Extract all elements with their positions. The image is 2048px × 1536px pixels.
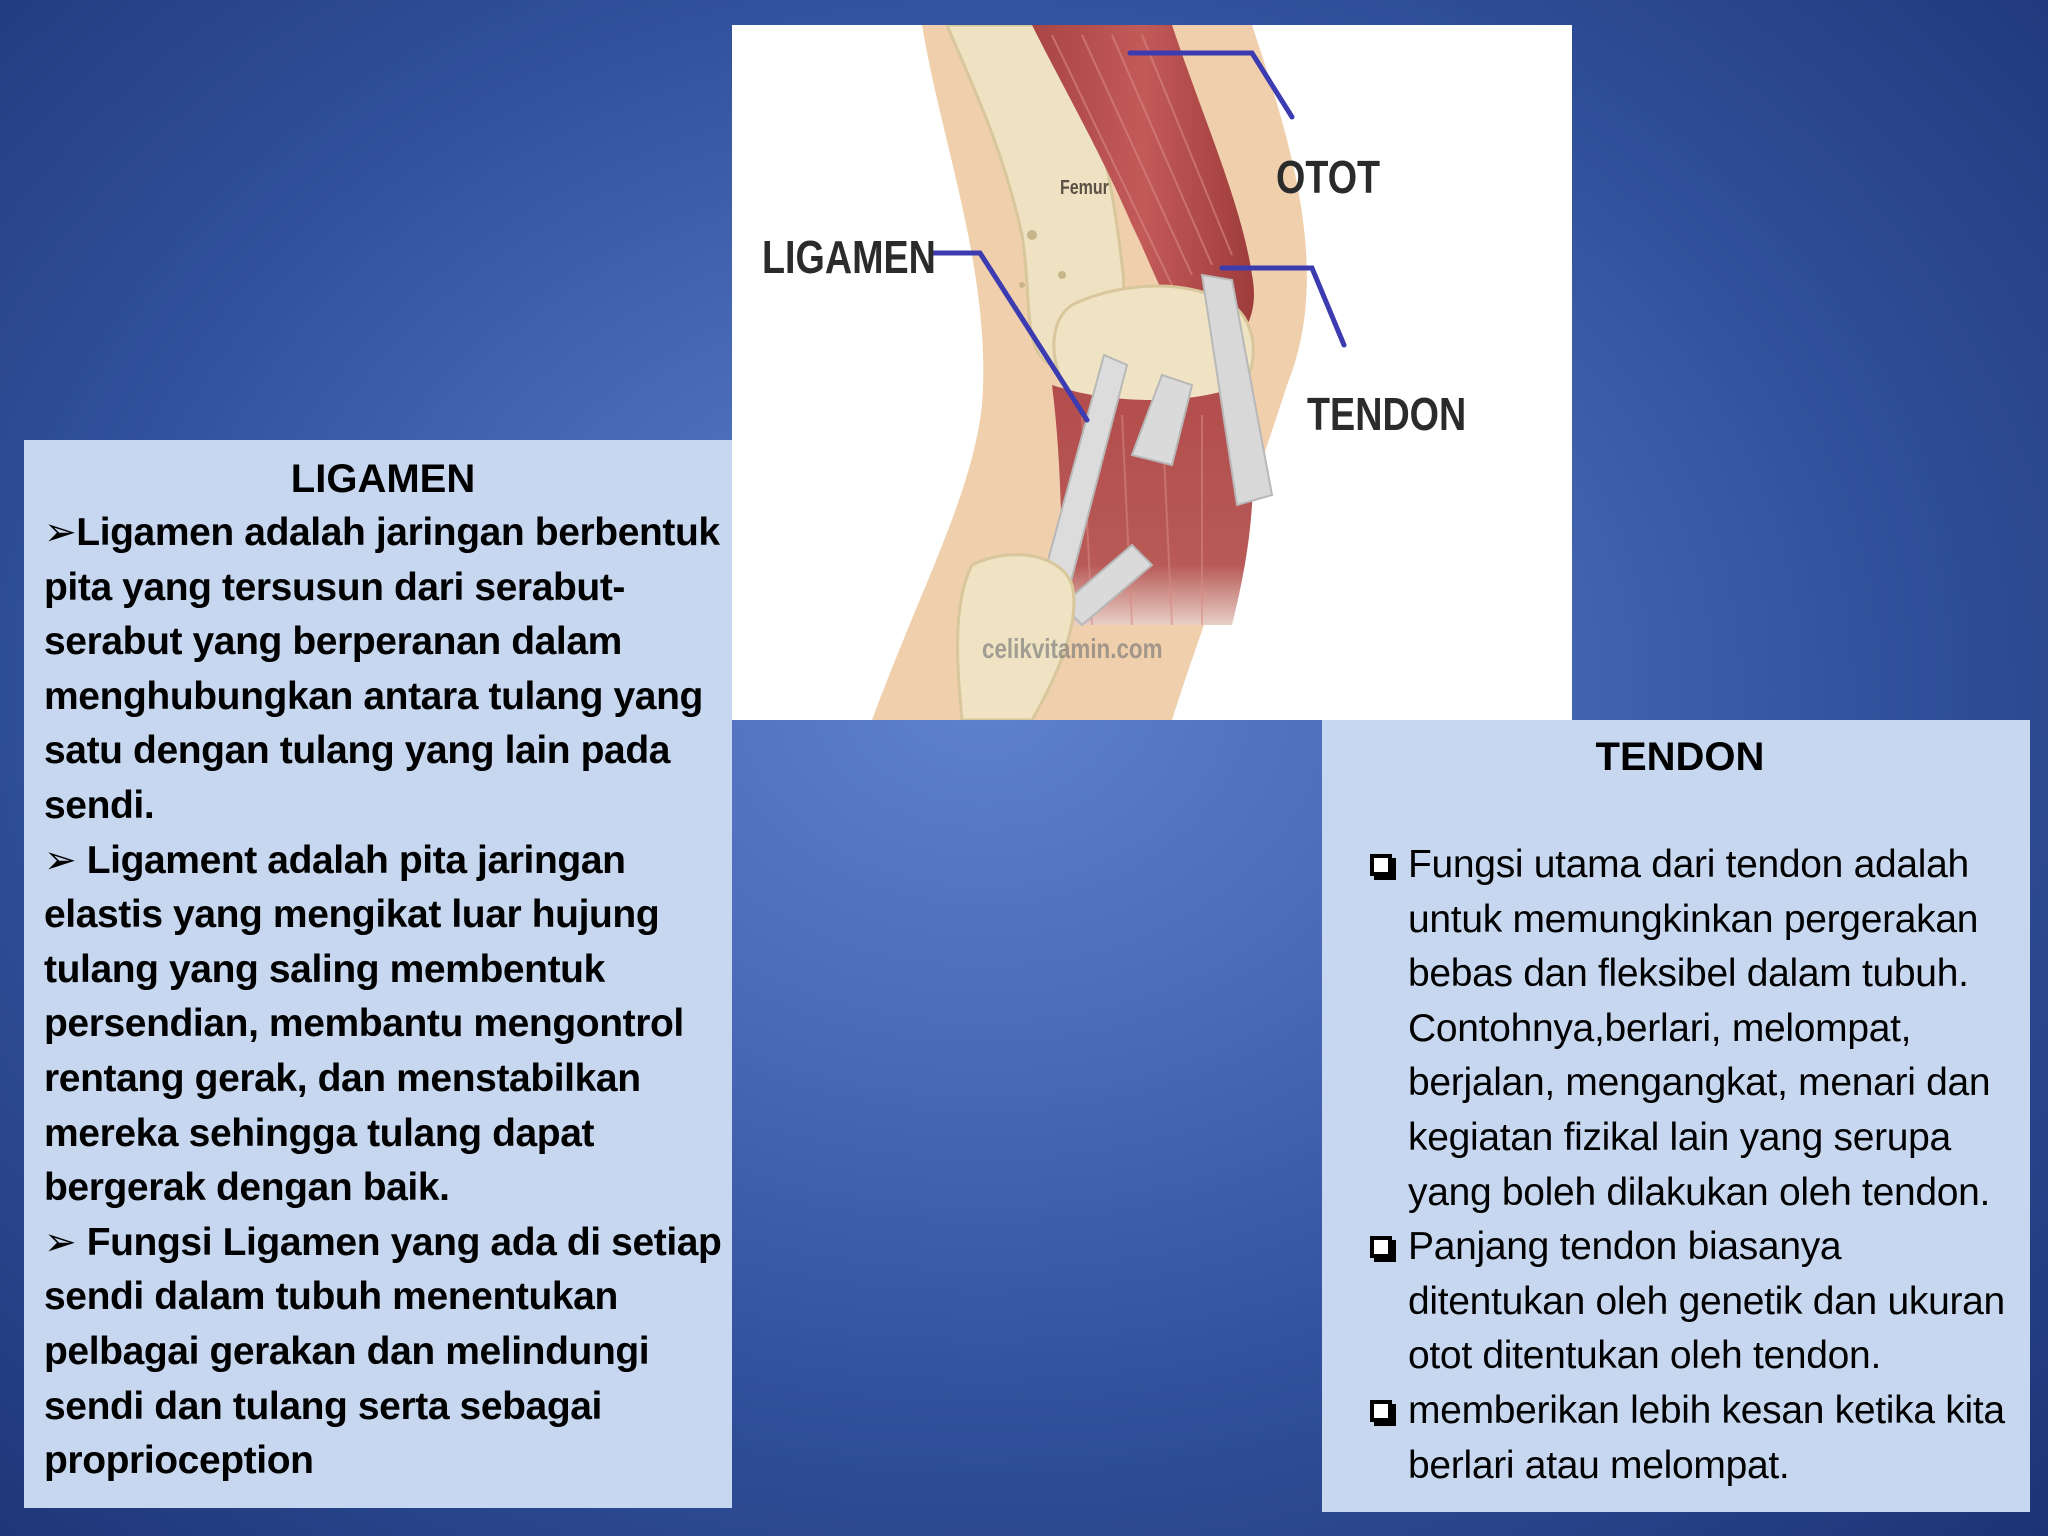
knee-illustration	[872, 25, 1347, 720]
arrow-bullet-icon: ➢	[44, 838, 77, 882]
ligamen-panel: LIGAMEN ➢Ligamen adalah jaringan berbent…	[24, 440, 732, 1508]
checkbox-bullet-icon	[1370, 854, 1392, 876]
ligamen-paragraph-3-text: Fungsi Ligamen yang ada di setiap sendi …	[44, 1220, 722, 1483]
list-item: Fungsi utama dari tendon adalah untuk me…	[1346, 838, 2014, 1220]
ligamen-body: ➢Ligamen adalah jaringan berbentuk pita …	[44, 506, 722, 1489]
femur-label: Femur	[1060, 177, 1109, 199]
tendon-label: TENDON	[1307, 388, 1467, 440]
ligamen-label: LIGAMEN	[762, 231, 936, 283]
otot-label: OTOT	[1276, 151, 1381, 203]
arrow-bullet-icon: ➢	[44, 1220, 77, 1264]
tendon-item-1-text: Fungsi utama dari tendon adalah untuk me…	[1408, 843, 1991, 1214]
ligamen-paragraph-1-text: Ligamen adalah jaringan berbentuk pita y…	[44, 511, 720, 827]
ligamen-title: LIGAMEN	[290, 457, 476, 501]
list-item: Panjang tendon biasanya ditentukan oleh …	[1346, 1220, 2014, 1384]
checkbox-bullet-icon	[1370, 1399, 1392, 1422]
ligamen-paragraph-1: ➢Ligamen adalah jaringan berbentuk pita …	[44, 506, 722, 834]
list-item: memberikan lebih kesan ketika kita berla…	[1346, 1384, 2014, 1493]
tendon-title: TENDON	[1595, 735, 1765, 779]
checkbox-bullet-icon	[1370, 1236, 1392, 1259]
watermark: celikvitamin.com	[982, 633, 1163, 664]
tendon-item-3-text: memberikan lebih kesan ketika kita berla…	[1408, 1388, 2005, 1487]
tendon-list: Fungsi utama dari tendon adalah untuk me…	[1346, 838, 2014, 1493]
knee-anatomy-figure: OTOT LIGAMEN TENDON Femur celikvitamin.c…	[732, 25, 1572, 720]
ligamen-paragraph-2-text: Ligament adalah pita jaringan elastis ya…	[44, 838, 684, 1210]
tendon-panel: TENDON Fungsi utama dari tendon adalah u…	[1322, 720, 2030, 1512]
ligamen-paragraph-2: ➢ Ligament adalah pita jaringan elastis …	[44, 834, 722, 1216]
arrow-bullet-icon: ➢	[44, 511, 77, 554]
tendon-item-2-text: Panjang tendon biasanya ditentukan oleh …	[1408, 1225, 2005, 1378]
ligamen-paragraph-3: ➢ Fungsi Ligamen yang ada di setiap send…	[44, 1216, 722, 1489]
